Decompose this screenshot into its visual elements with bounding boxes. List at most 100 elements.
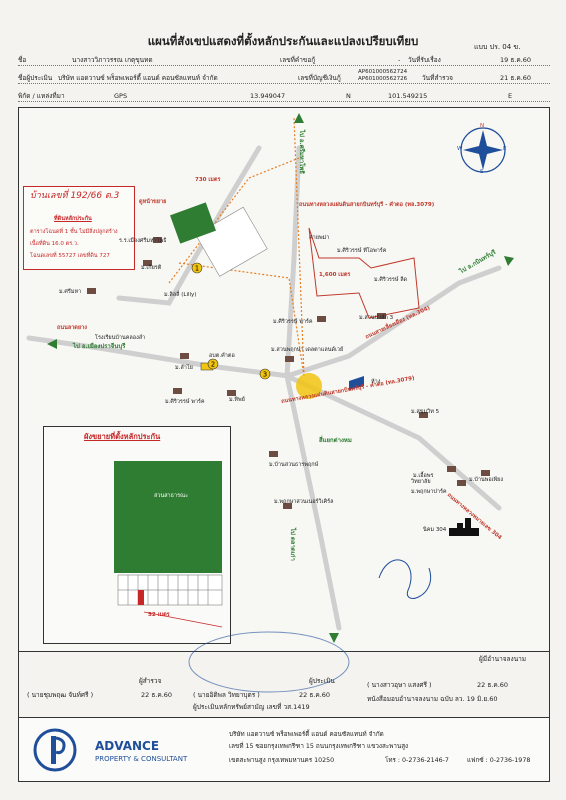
company-address-2: เขตสะพานสูง กรุงเทพมหานคร 10250 [229, 757, 335, 764]
place-village7: ม.สุขุมวิท 5 [411, 409, 440, 415]
company-address-1: เลขที่ 15 ซอยกรุงเทพกรีฑา 15 ถนนกรุงเทพก… [229, 743, 409, 750]
place-village11: ม.สวนป่าสัก 3 [359, 315, 394, 321]
appraiser-date: 22 ธ.ค.60 [299, 691, 331, 699]
intersection-circle [296, 373, 322, 399]
place-village5: ม.บ้านสวนธารพฤกษ์ [269, 462, 319, 468]
appraiser-label: ชื่อผู้ประเมิน [18, 74, 53, 82]
compass-icon [460, 127, 506, 173]
owner-name: นางสาววิภาวรรณ เกตุขุนทด [72, 56, 153, 64]
date-received: 19 ธ.ค.60 [500, 56, 532, 64]
road-to-market: ไป ตลาดเก่า [289, 528, 296, 561]
inset-title: ผังขยายที่ตั้งหลักประกัน [84, 432, 161, 441]
road-southeast [284, 373, 502, 511]
place-village3: ม.สวนพฤกษา เดลตาแลนด์เวย์ [271, 347, 344, 353]
distance-730: 730 เมตร [195, 177, 221, 183]
marker-1 [191, 262, 203, 274]
house-icon [419, 412, 428, 418]
road-north [284, 145, 302, 379]
place-siriwat-2: ม.ศิริวรรษ์ ลีด [374, 277, 408, 283]
place-village12: ม.ลำไย [175, 365, 193, 371]
place-siriwat-park2: ม.ศิริวรรษ์ พาร์ค [165, 399, 205, 405]
arrow-west-icon [47, 339, 57, 349]
house-icon [173, 388, 182, 394]
house-icon [457, 480, 466, 486]
document-title: แผนที่สังเขปแสดงที่ตั้งหลักประกันและแปลง… [147, 34, 419, 48]
house-icon [180, 353, 189, 359]
place-temple: ค่ายพม่า [309, 235, 330, 241]
brand-name: ADVANCE [95, 739, 160, 753]
comparison-lot-1 [308, 227, 420, 319]
collateral-deed: ตารางโฉนดที่ 1 ชั้น ไม่มีสิ่งปลูกสร้าง [30, 229, 118, 235]
appraiser-name: ( นายอิติพล วิทยาบุตร ) [193, 691, 260, 699]
compass-s: S [480, 169, 484, 175]
place-village9: ม.พฤกษาปาร์ค [411, 489, 447, 495]
company-tel: โทร : 0-2736-2146-7 [385, 757, 449, 764]
account-number-2: AP601000562726 [358, 76, 408, 82]
place-factory: นิคม 304 [423, 527, 447, 533]
marker-number: 3 [263, 371, 267, 379]
road-lilly [116, 145, 262, 306]
brand-subtitle: PROPERTY & CONSULTANT [95, 755, 188, 763]
surveyor-date: 22 ธ.ค.60 [141, 691, 173, 699]
place-school: โรงเรียนบ้านคลองลำ [95, 335, 146, 341]
place-village6: ม.พฤกษาสวนเนอร์วิเคิร์ล [274, 499, 334, 505]
latitude: 13.949047 [250, 92, 286, 100]
signature-block: ผู้สำรวจ ( นายชุมพฤฒ จันท์ศรี ) 22 ธ.ค.6… [18, 631, 551, 718]
account-label: เลขที่บัญชีเงินกู้ [298, 74, 341, 82]
house-icon [317, 316, 326, 322]
survey-date-label: วันที่สำรวจ [422, 74, 453, 82]
place-village4: ม.ศรีมหา [59, 289, 82, 295]
surveyor-name: ( นายชุมพฤฒ จันท์ศรี ) [27, 691, 94, 699]
green-park-area [170, 202, 216, 244]
route-730 [168, 157, 300, 284]
surveyor-role: ผู้สำรวจ [139, 677, 162, 685]
marker-2 [207, 358, 219, 370]
intersection-label: สี่แยกต่างหม [319, 437, 352, 444]
house-icon [283, 503, 292, 509]
place-siriwat-1: ม.ศิริวรรษ์ ทีโอพาร์ค [337, 248, 387, 254]
inset-collateral-lot [138, 590, 144, 605]
compass-w: W [457, 146, 463, 152]
blue-stamp [188, 631, 350, 693]
distance-1600: 1,600 เมตร [319, 272, 351, 278]
header-row-owner: ชื่อ นางสาววิภาวรรณ เกตุขุนทด เลขที่คำขอ… [18, 55, 550, 66]
appraiser-company: บริษัท แอดวานซ์ พร็อพเพอร์ตี้ แอนด์ คอนซ… [58, 74, 218, 82]
arrow-south-icon [329, 633, 339, 643]
place-siriwat-park: ม.ศิริวรรษ์ พาร์ค [273, 319, 313, 325]
inset-park [114, 461, 222, 573]
surveyor-signature: ผู้สำรวจ ( นายชุมพฤฒ จันท์ศรี ) 22 ธ.ค.6… [19, 652, 189, 718]
house-icon [269, 451, 278, 457]
company-footer: ADVANCE PROPERTY & CONSULTANT บริษัท แอด… [18, 718, 550, 782]
inset-dimension-line [143, 611, 223, 628]
place-small2: ม.เกียรติ [141, 265, 162, 271]
signature-scribble [378, 559, 432, 599]
marker-number: 2 [211, 361, 215, 369]
blue-building [349, 376, 364, 390]
ref-no: - [398, 56, 401, 64]
collateral-title: ที่ดินหลักประกัน [54, 216, 92, 222]
road-sub: ถนนลาดยาง [57, 325, 87, 331]
header-row-gps: พิกัด / แหล่งที่มา GPS 13.949047 N 101.5… [18, 91, 550, 102]
house-icon [143, 260, 152, 266]
account-number-1: AP601000562724 [358, 69, 408, 75]
appraiser-signature: ผู้ประเมิน ( นายอิติพล วิทยาบุตร ) 22 ธ.… [189, 652, 359, 718]
company-logo-icon [33, 728, 77, 772]
company-fax: แฟกซ์ : 0-2736-1978 [467, 757, 531, 764]
survey-date: 21 ธ.ค.60 [500, 74, 532, 82]
date-received-label: วันที่รับเรื่อง [408, 56, 441, 64]
compass-e: E [503, 146, 507, 152]
inset-drawing [114, 461, 223, 628]
signatory-date: 22 ธ.ค.60 [477, 681, 509, 689]
inset-enlarged-plan: ผังขยายที่ตั้งหลักประกัน สวนสาธารณะ 52 เ… [43, 426, 231, 644]
header-row-appraiser: ชื่อผู้ประเมิน บริษัท แอดวานซ์ พร็อพเพอร… [18, 69, 550, 84]
collateral-detail: โฉนดเลขที่ 55727 เลขที่ดิน 727 [30, 253, 110, 259]
compass-n: N [480, 123, 485, 129]
road-main-1: ถนนทางหลวงแผ่นดินสายกบินทร์บุรี - คำตอ (… [299, 202, 435, 208]
signatory-signature: ผู้มีอำนาจลงนาม ( นางสาวอุษา แสงศรี ) 22… [359, 652, 551, 718]
factory-icon [449, 518, 479, 536]
ref-no-label: เลขที่คำขอกู้ [280, 56, 316, 64]
arrow-north-icon [294, 113, 304, 123]
road-east [284, 265, 502, 379]
map-drawing: 123 [26, 113, 514, 643]
form-number: แบบ ปร. 04 ข. [474, 43, 521, 51]
